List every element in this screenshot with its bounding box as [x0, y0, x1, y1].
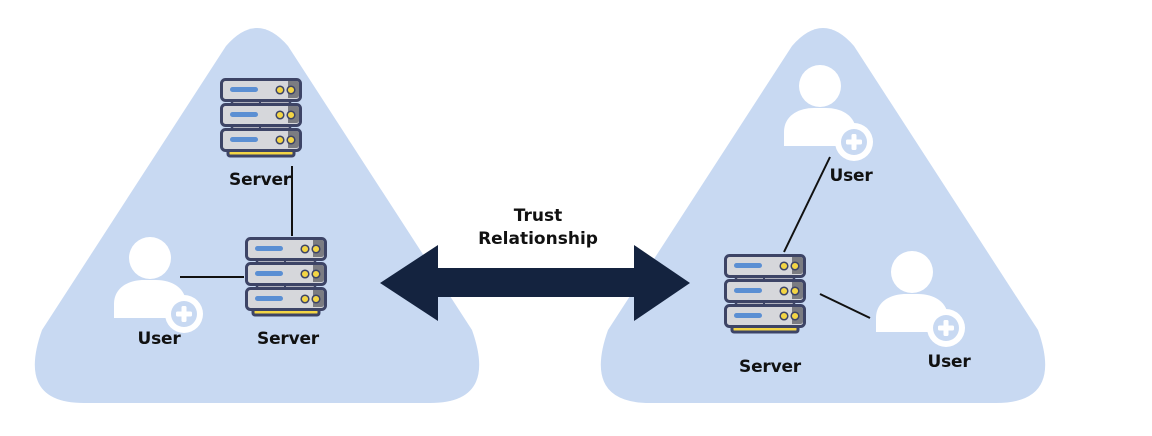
server-top-icon: [220, 78, 302, 158]
trust-relationship-arrow: [380, 245, 690, 321]
server-main-right-icon: [724, 254, 806, 334]
label-server-main-right: Server: [739, 357, 801, 377]
label-server-main-left: Server: [257, 329, 319, 349]
server-main-left-icon: [245, 237, 327, 317]
trust-relationship-title: Trust Relationship: [478, 205, 598, 251]
label-server-top: Server: [229, 170, 291, 190]
label-user-bottom-right: User: [927, 352, 971, 372]
connector-user-top-to-server-right: [783, 156, 831, 253]
title-line-2: Relationship: [478, 229, 598, 249]
label-user-top-right: User: [829, 166, 873, 186]
label-user-left: User: [137, 329, 181, 349]
connector-user-bottom-to-server-right: [819, 293, 871, 319]
title-line-1: Trust: [513, 206, 563, 226]
